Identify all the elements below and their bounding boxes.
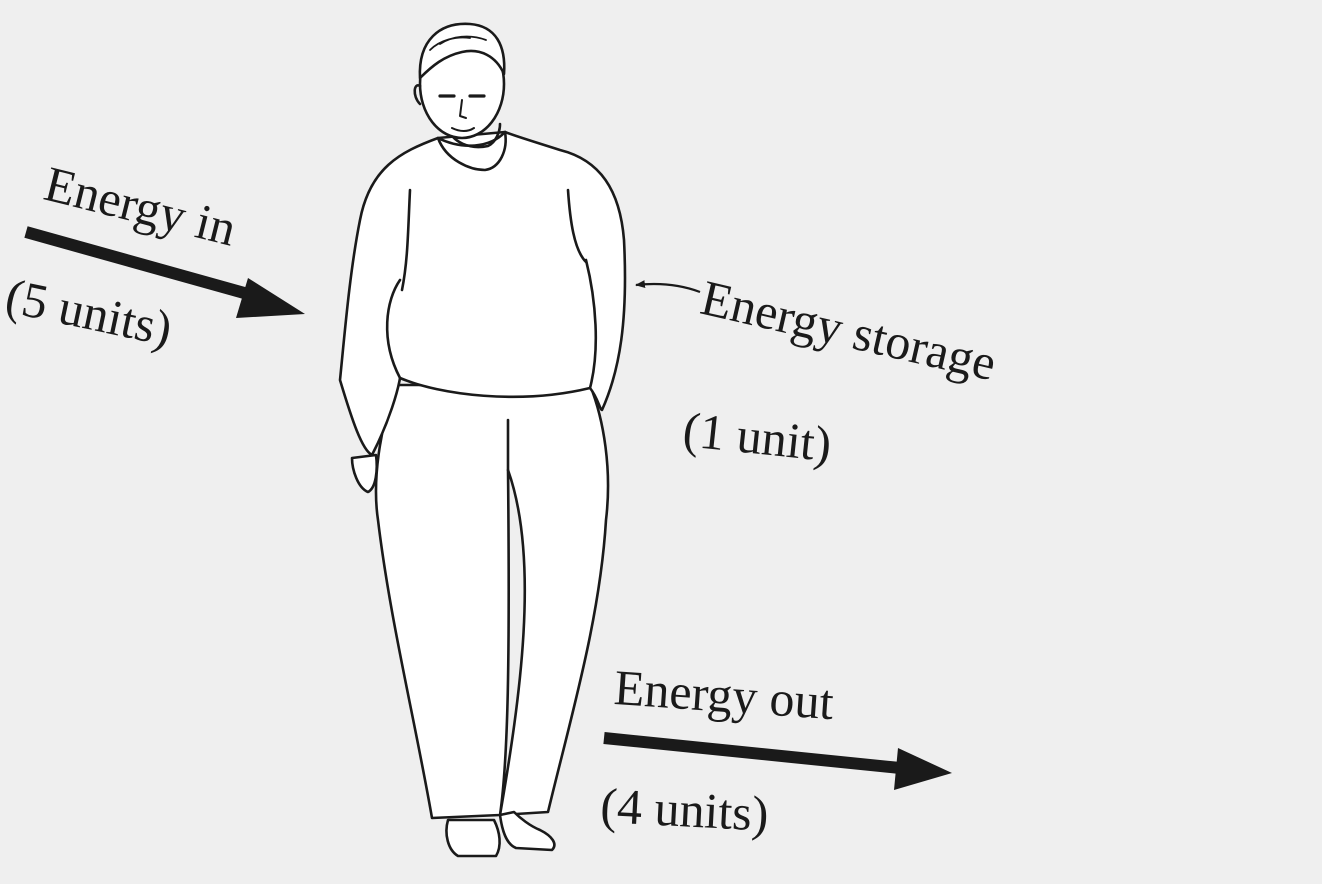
person-illustration	[338, 22, 627, 858]
trousers	[374, 383, 610, 820]
left-shoe	[445, 818, 501, 858]
energy-storage-pointer	[635, 280, 701, 294]
left-hand	[350, 453, 379, 494]
sweater	[338, 130, 627, 457]
right-shoe	[498, 810, 556, 852]
hair	[418, 22, 506, 80]
energy-in-arrow	[24, 226, 305, 318]
energy-out-arrow	[603, 732, 952, 790]
energy-out-units-label: (4 units)	[599, 777, 770, 842]
